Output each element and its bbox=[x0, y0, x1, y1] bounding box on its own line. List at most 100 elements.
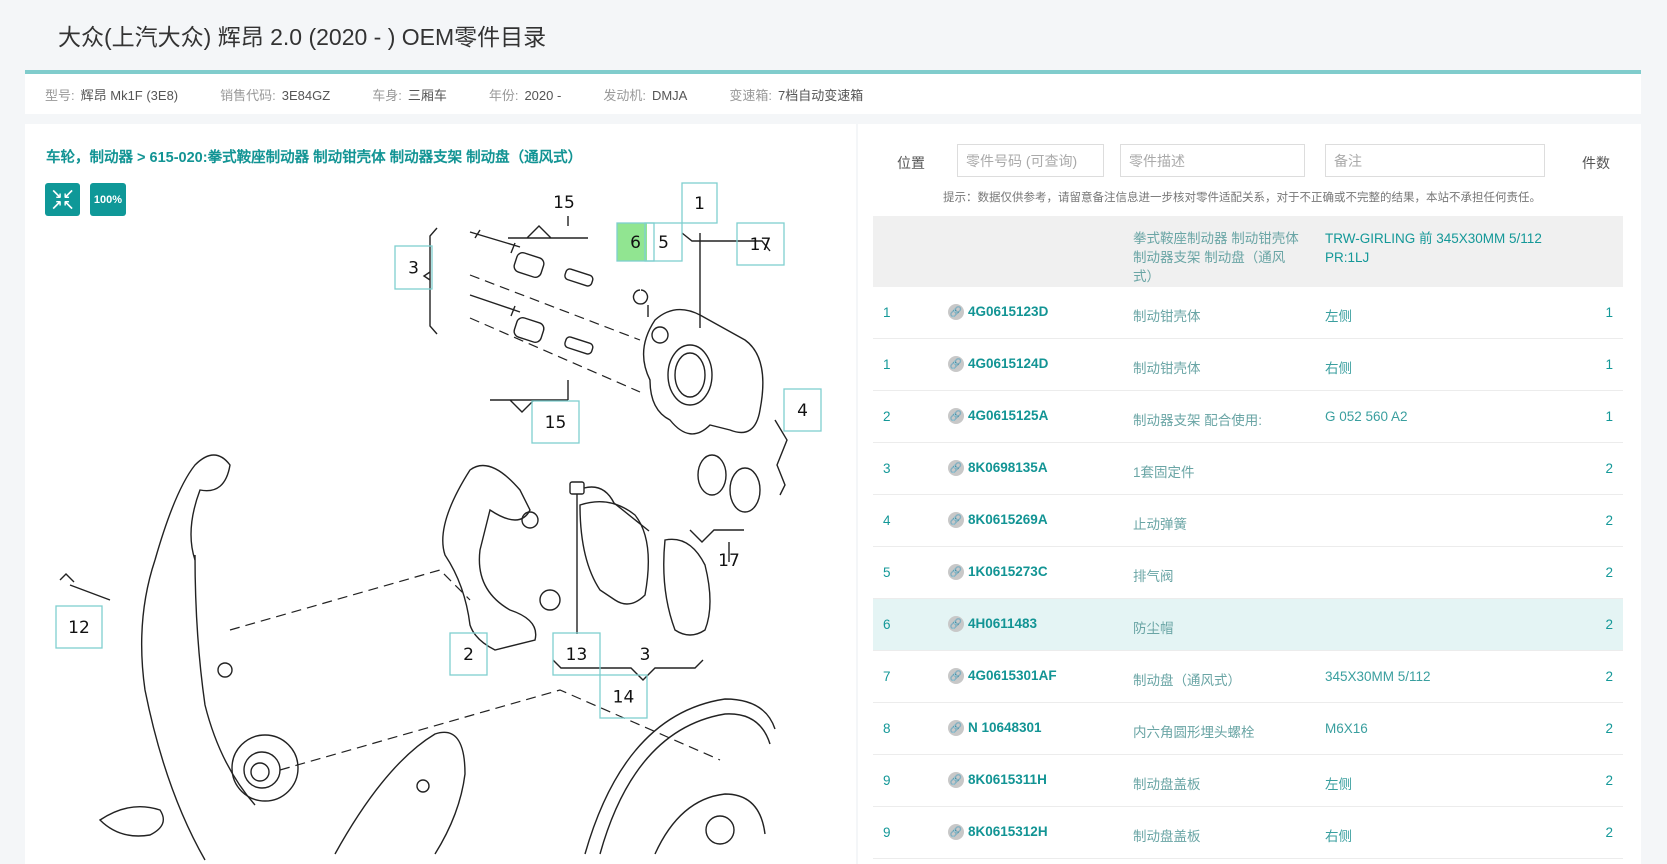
row-position: 8 bbox=[883, 721, 891, 736]
callout-number[interactable]: 1 bbox=[694, 194, 705, 214]
callout-box[interactable] bbox=[681, 182, 718, 224]
info-label: 销售代码: bbox=[220, 87, 276, 103]
callout-box[interactable] bbox=[552, 632, 601, 676]
part-number-link[interactable]: 8K0698135A bbox=[968, 460, 1048, 475]
row-remark: 左侧 bbox=[1325, 777, 1352, 792]
link-icon[interactable]: 🔗 bbox=[948, 668, 964, 684]
part-number-link[interactable]: 4G0615123D bbox=[968, 304, 1049, 319]
callout-5[interactable]: 5 bbox=[644, 222, 683, 262]
table-row[interactable]: 8 🔗 N 10648301 内六角圆形埋头螺栓 M6X16 2 bbox=[873, 703, 1623, 755]
callout-number[interactable]: 15 bbox=[545, 413, 567, 433]
row-quantity: 1 bbox=[1605, 409, 1613, 424]
callout-box[interactable] bbox=[783, 388, 822, 432]
part-number-link[interactable]: 8K0615269A bbox=[968, 512, 1048, 527]
table-row[interactable]: 1 🔗 4G0615123D 制动钳壳体 左侧 1 bbox=[873, 287, 1623, 339]
callout-1[interactable]: 1 bbox=[681, 182, 718, 224]
callout-15[interactable]: 15 bbox=[531, 400, 580, 444]
link-icon[interactable]: 🔗 bbox=[948, 304, 964, 320]
callout-number[interactable]: 3 bbox=[408, 259, 419, 279]
callout-number[interactable]: 6 bbox=[630, 233, 641, 253]
callout-6[interactable]: 6 bbox=[616, 222, 655, 262]
callout-number[interactable]: 2 bbox=[463, 645, 474, 665]
callout-box[interactable] bbox=[616, 222, 655, 262]
part-number-filter[interactable] bbox=[957, 144, 1104, 177]
callout-box[interactable] bbox=[394, 245, 433, 290]
link-icon[interactable]: 🔗 bbox=[948, 720, 964, 736]
label-15: 15 bbox=[553, 193, 575, 213]
table-row[interactable]: 7 🔗 4G0615301AF 制动盘（通风式） 345X30MM 5/112 … bbox=[873, 651, 1623, 703]
row-quantity: 2 bbox=[1605, 565, 1613, 580]
table-row[interactable]: 9 🔗 8K0615311H 制动盘盖板 左侧 2 bbox=[873, 755, 1623, 807]
row-quantity: 1 bbox=[1605, 357, 1613, 372]
callout-box[interactable] bbox=[599, 674, 648, 719]
link-icon[interactable]: 🔗 bbox=[948, 356, 964, 372]
callout-box[interactable] bbox=[531, 400, 580, 444]
link-icon[interactable]: 🔗 bbox=[948, 772, 964, 788]
callout-box[interactable] bbox=[644, 222, 683, 262]
callout-box[interactable] bbox=[736, 222, 785, 266]
row-quantity: 2 bbox=[1605, 461, 1613, 476]
part-number-link[interactable]: 8K0615312H bbox=[968, 824, 1048, 839]
part-number-link[interactable]: N 10648301 bbox=[968, 720, 1042, 735]
row-position: 1 bbox=[883, 305, 891, 320]
callout-number[interactable]: 12 bbox=[68, 618, 90, 638]
table-row[interactable]: 3 🔗 8K0698135A 1套固定件 2 bbox=[873, 443, 1623, 495]
callout-number[interactable]: 17 bbox=[750, 235, 772, 255]
callout-2[interactable]: 2 bbox=[449, 632, 488, 676]
link-icon[interactable]: 🔗 bbox=[948, 408, 964, 424]
part-number-link[interactable]: 4H0611483 bbox=[968, 616, 1038, 631]
remark-filter[interactable] bbox=[1325, 144, 1545, 177]
part-number-link[interactable]: 8K0615311H bbox=[968, 772, 1047, 787]
zoom-reset-button[interactable]: 100% bbox=[90, 183, 126, 216]
table-row[interactable]: 1 🔗 4G0615124D 制动钳壳体 右侧 1 bbox=[873, 339, 1623, 391]
callout-box[interactable] bbox=[55, 605, 103, 649]
row-quantity: 2 bbox=[1605, 825, 1613, 840]
link-icon[interactable]: 🔗 bbox=[948, 512, 964, 528]
row-quantity: 1 bbox=[1605, 305, 1613, 320]
part-number-link[interactable]: 1K0615273C bbox=[968, 564, 1048, 579]
callout-number[interactable]: 4 bbox=[797, 401, 808, 421]
row-quantity: 2 bbox=[1605, 513, 1613, 528]
callout-13[interactable]: 13 bbox=[552, 632, 601, 676]
part-number-link[interactable]: 4G0615124D bbox=[968, 356, 1049, 371]
position-column-label: 位置 bbox=[897, 155, 925, 171]
row-description: 制动盘（通风式） bbox=[1133, 673, 1241, 688]
row-remark: 右侧 bbox=[1325, 361, 1352, 376]
link-icon[interactable]: 🔗 bbox=[948, 824, 964, 840]
breadcrumb[interactable]: 车轮，制动器 > 615-020:拳式鞍座制动器 制动钳壳体 制动器支架 制动盘… bbox=[46, 150, 583, 166]
callout-number[interactable]: 13 bbox=[566, 645, 588, 665]
callout-4[interactable]: 4 bbox=[783, 388, 822, 432]
vehicle-info-item: 年份:2020 - bbox=[489, 85, 562, 104]
callout-17[interactable]: 17 bbox=[736, 222, 785, 266]
link-icon[interactable]: 🔗 bbox=[948, 460, 964, 476]
callout-number[interactable]: 5 bbox=[658, 233, 669, 253]
callout-12[interactable]: 12 bbox=[55, 605, 103, 649]
bolt-lower bbox=[469, 294, 594, 355]
row-position: 5 bbox=[883, 565, 891, 580]
brake-disc bbox=[584, 698, 776, 855]
table-row[interactable]: 9 🔗 8K0615312H 制动盘盖板 右侧 2 bbox=[873, 807, 1623, 859]
link-icon[interactable]: 🔗 bbox=[948, 616, 964, 632]
row-description: 制动盘盖板 bbox=[1133, 777, 1201, 792]
row-description: 制动器支架 配合使用: bbox=[1133, 413, 1263, 428]
table-row[interactable]: 2 🔗 4G0615125A 制动器支架 配合使用: G 052 560 A2 … bbox=[873, 391, 1623, 443]
row-position: 9 bbox=[883, 773, 891, 788]
vehicle-info-item: 发动机:DMJA bbox=[603, 85, 687, 104]
page-title: 大众(上汽大众) 辉昂 2.0 (2020 - ) OEM零件目录 bbox=[58, 24, 547, 50]
callout-14[interactable]: 14 bbox=[599, 674, 648, 719]
callout-number[interactable]: 14 bbox=[613, 688, 635, 708]
part-number-link[interactable]: 4G0615125A bbox=[968, 408, 1049, 423]
callout-3[interactable]: 3 bbox=[394, 245, 433, 290]
link-icon[interactable]: 🔗 bbox=[948, 564, 964, 580]
table-row[interactable]: 6 🔗 4H0611483 防尘帽 2 bbox=[873, 599, 1623, 651]
part-number-link[interactable]: 4G0615301AF bbox=[968, 668, 1057, 683]
table-row[interactable]: 4 🔗 8K0615269A 止动弹簧 2 bbox=[873, 495, 1623, 547]
table-row[interactable]: 5 🔗 1K0615273C 排气阀 2 bbox=[873, 547, 1623, 599]
callout-box[interactable] bbox=[449, 632, 488, 676]
info-label: 发动机: bbox=[603, 87, 646, 103]
description-filter[interactable] bbox=[1120, 144, 1305, 177]
collapse-button[interactable]: ↘↙↗↖ bbox=[45, 183, 80, 216]
